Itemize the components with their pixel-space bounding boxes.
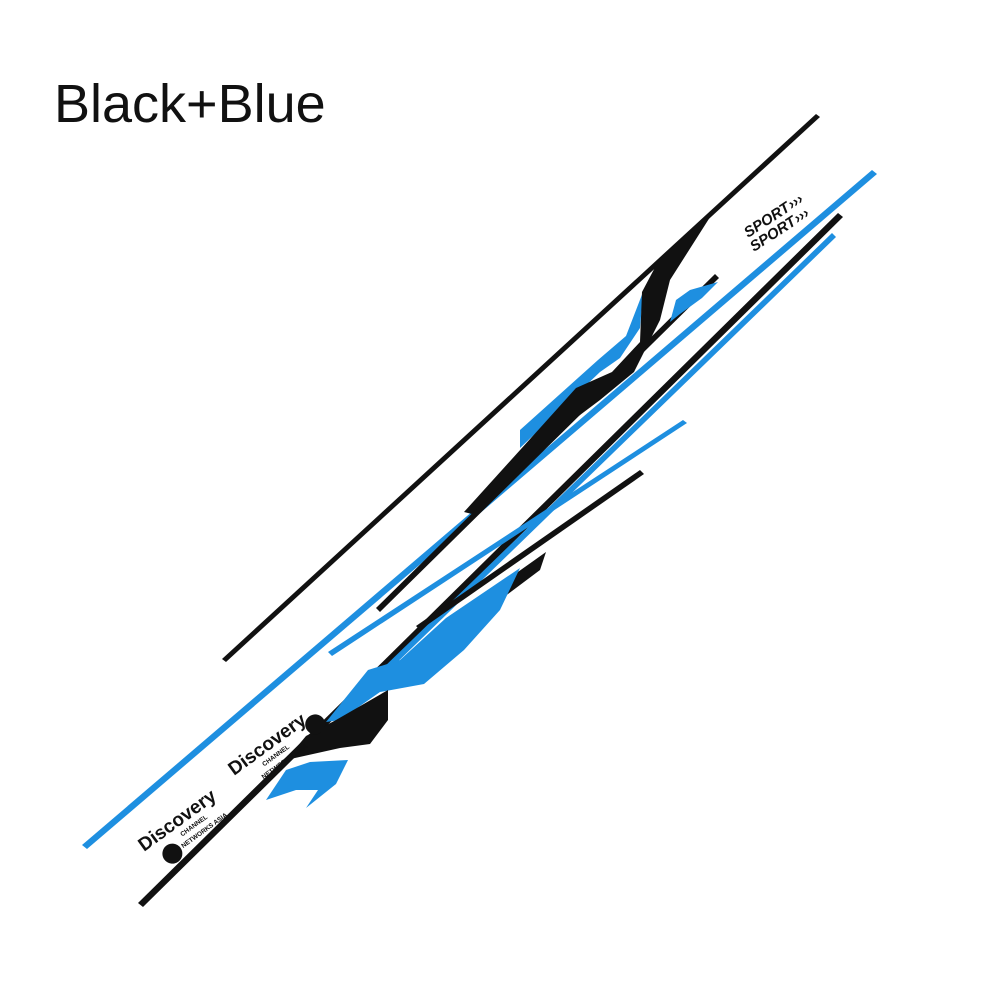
lower-black-long-line xyxy=(138,213,843,907)
lower-blue-swoosh xyxy=(266,760,348,808)
page-title: Black+Blue xyxy=(54,74,326,134)
lower-blue-thin-line xyxy=(328,420,687,656)
lower-blue-c-shape xyxy=(326,568,520,722)
globe-icon xyxy=(162,843,183,864)
lower-black-bar xyxy=(286,690,388,760)
upper-blue-hook xyxy=(520,292,643,448)
middle-blue-thin-line xyxy=(348,233,836,706)
middle-black-thin-line xyxy=(376,274,719,612)
globe-icon xyxy=(305,714,326,735)
lower-black-thin-line xyxy=(416,470,644,630)
upper-blue-swoosh xyxy=(670,282,718,322)
upper-black-z-shape xyxy=(464,214,712,514)
